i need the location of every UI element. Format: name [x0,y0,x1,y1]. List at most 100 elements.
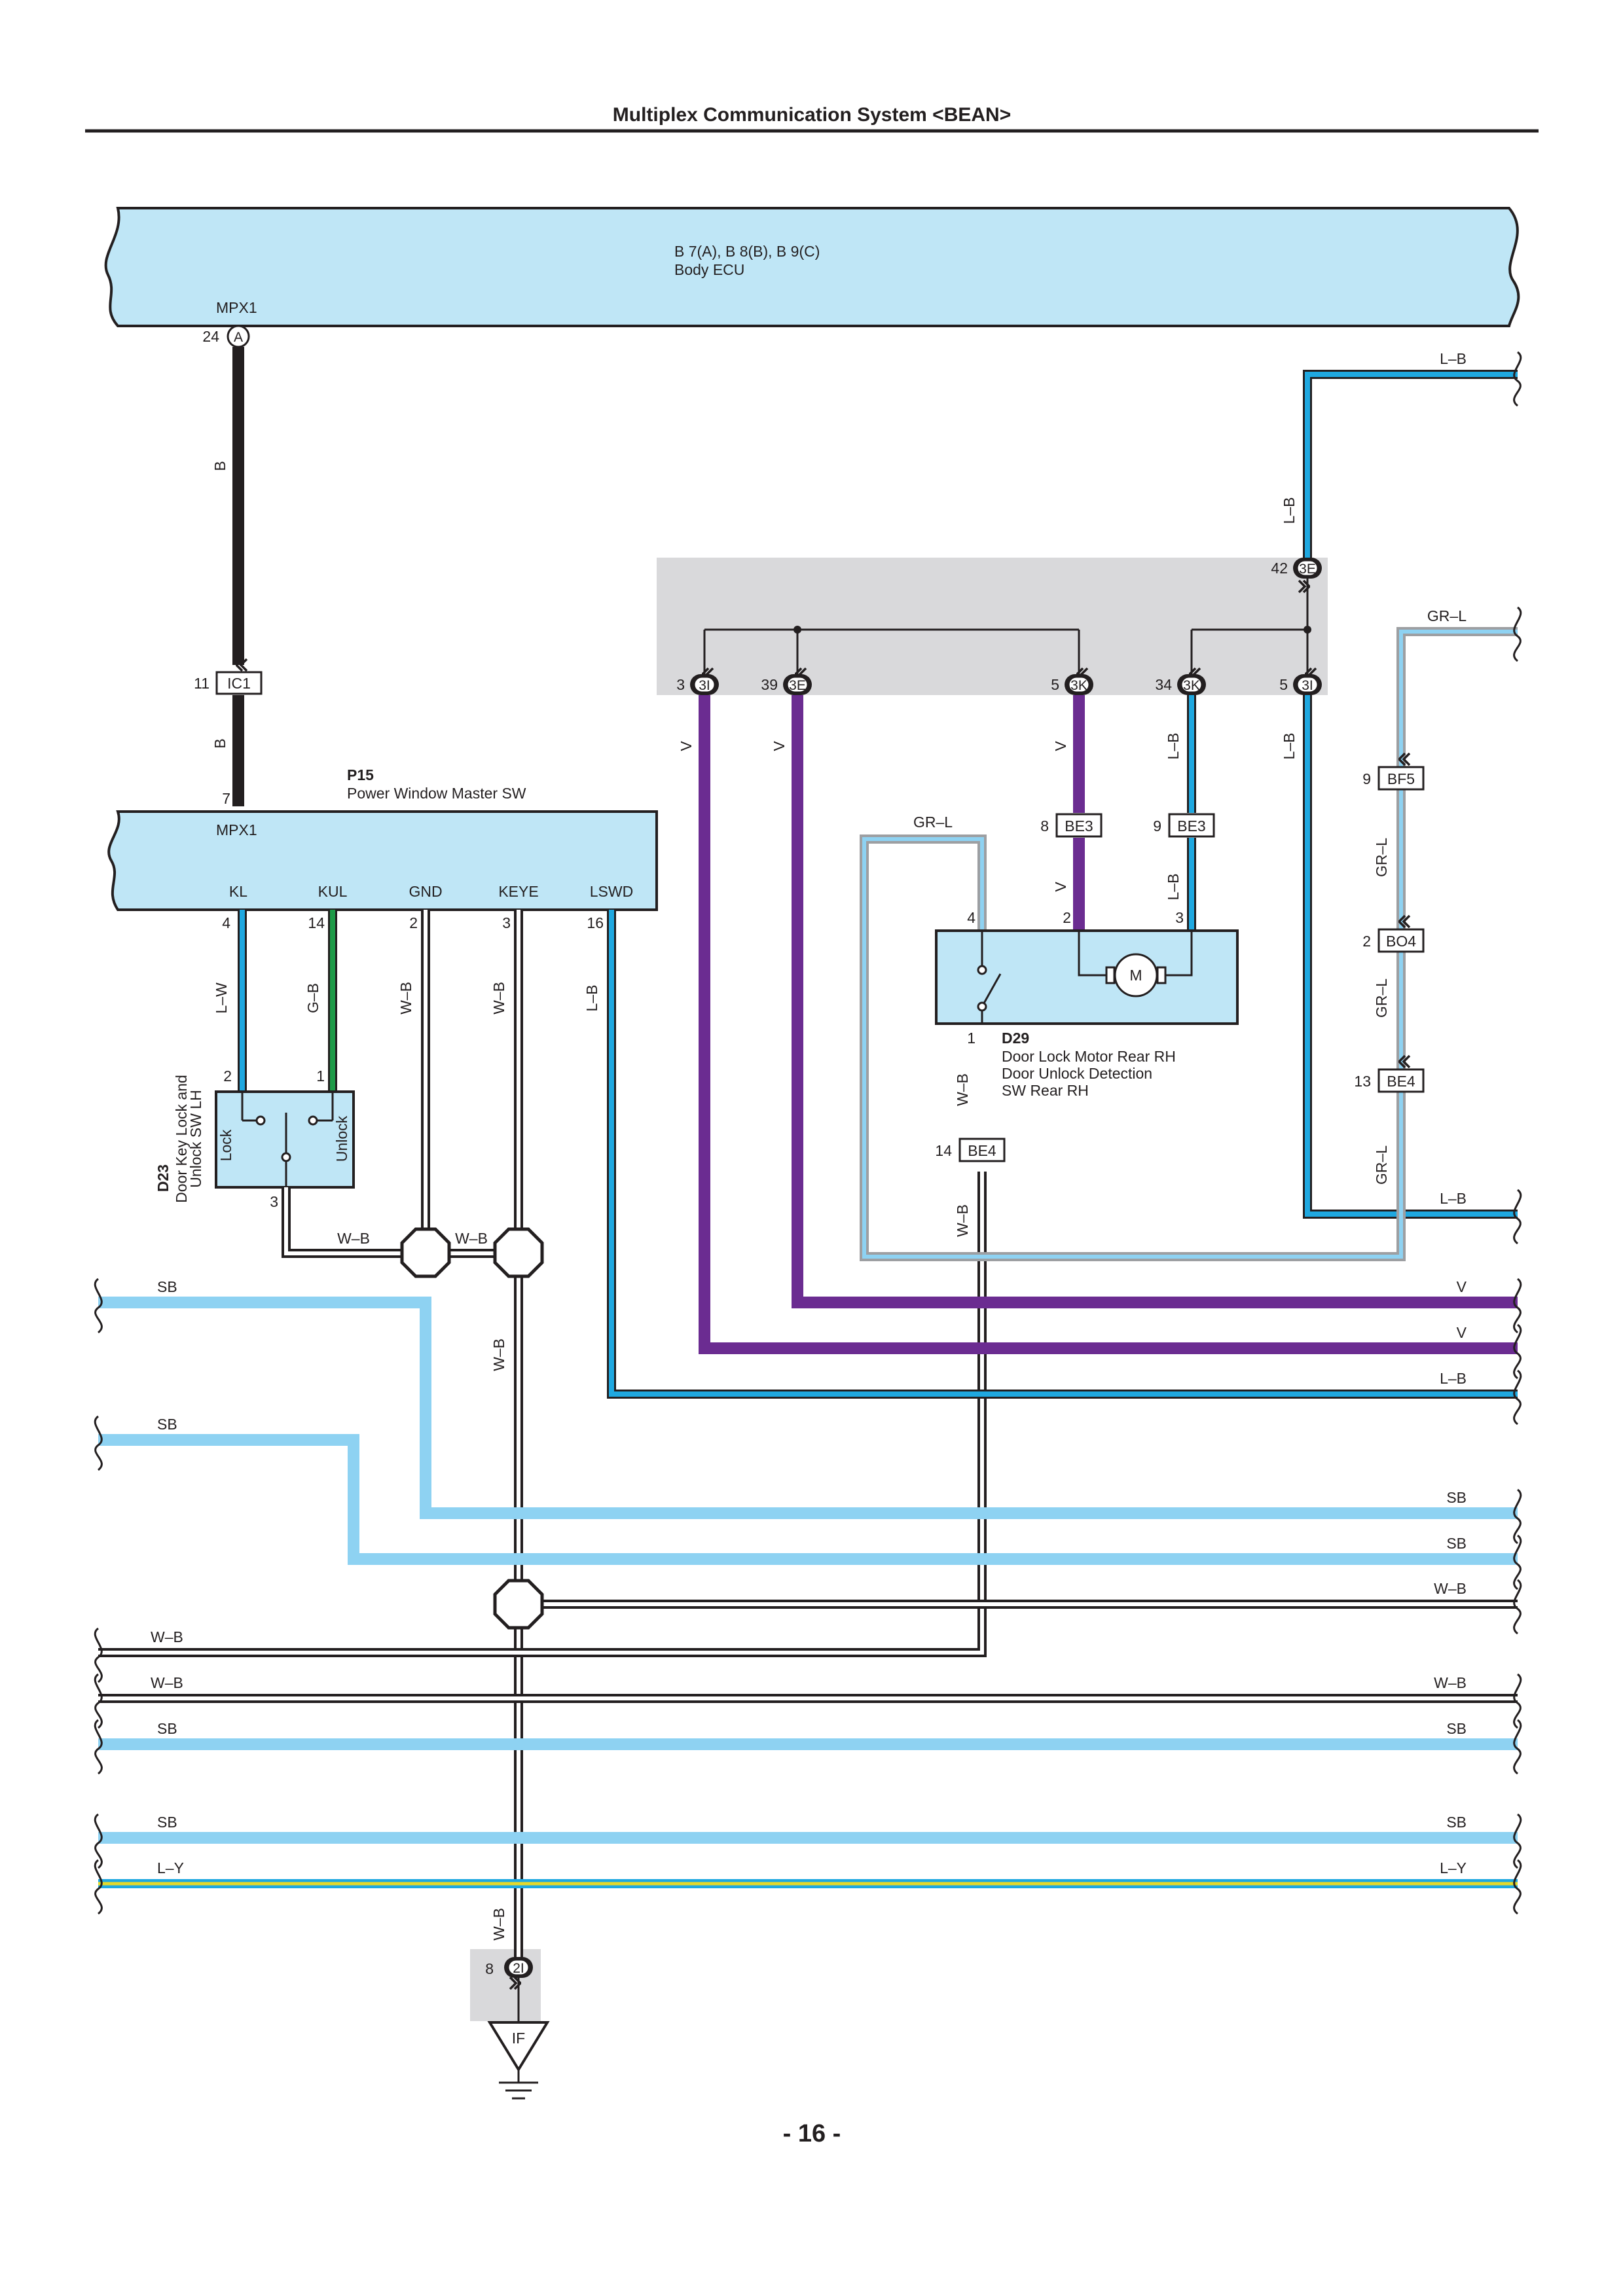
wire-label-gr-l-3: GR–L [1373,1145,1390,1185]
wire-label-w-b-right-2: W–B [1434,1674,1467,1691]
wire-label-w-b-be4: W–B [954,1204,971,1237]
wire-label-l-w: L–W [213,982,230,1014]
d29-motor-icon [1114,953,1158,997]
d29-pin4: 4 [967,909,976,926]
junction-terminal-3k-5 [1065,674,1093,695]
junction-terminal-3k-34 [1177,674,1206,695]
connector-bf5-pin: 9 [1362,770,1371,787]
wire-label-v-1: V [678,741,695,751]
junction-terminal-3i-5-pin: 5 [1279,676,1288,693]
d23-pin3: 3 [270,1193,278,1210]
d29-pin2: 2 [1063,909,1071,926]
wire-label-l-b-vertical-1: L–B [1281,497,1298,524]
wire-label-g-b: G–B [304,983,321,1013]
d23-code: D23 [155,1164,172,1192]
wire-label-w-b-left-1: W–B [151,1628,183,1645]
d23-pin2: 2 [223,1067,232,1085]
connector-bo4-code: BO4 [1386,933,1416,950]
page-number: - 16 - [783,2120,841,2147]
connector-be3-8 [1055,813,1103,838]
connector-bo4 [1377,928,1425,953]
wire-label-b-1: B [211,461,228,471]
wire-label-w-b-mid: W–B [490,1338,507,1371]
splice-3 [493,1579,544,1630]
connector-ic1 [215,671,263,695]
ground-pin: 8 [485,1960,494,1977]
connector-ic1-pin: 11 [194,675,210,692]
wire-label-l-b-bottom: L–B [1440,1370,1467,1387]
connector-be3-8-code: BE3 [1065,817,1093,834]
wire-label-v-right-2: V [1457,1324,1467,1341]
wire-label-l-y-left: L–Y [157,1859,184,1876]
p15-terminal-gnd: GND [409,883,442,900]
d29-name-line1: Door Lock Motor Rear RH [1002,1048,1176,1065]
wire-label-w-b-left-2: W–B [151,1674,183,1691]
ground-junction-code: 2I [513,1961,524,1976]
body-ecu-name: Body ECU [674,261,744,278]
wire-label-w-b-gnd: W–B [397,982,414,1014]
splice-1 [400,1227,451,1278]
d23-box [215,1090,355,1189]
connector-bf5 [1377,766,1425,791]
p15-code: P15 [347,766,374,783]
wire-label-v-2: V [771,741,788,751]
wire-label-v-3: V [1052,741,1069,751]
junction-terminal-3e-42-code: 3E [1299,562,1316,577]
junction-terminal-3e-39-code: 3E [789,678,806,693]
d23-pin1: 1 [316,1067,325,1085]
wire-l-b-lswd [607,910,1518,1399]
wire-v-3i [699,695,1518,1354]
wire-label-w-b-keye: W–B [490,982,507,1014]
body-ecu-codes: B 7(A), B 8(B), B 9(C) [674,243,820,260]
connector-bf5-code: BF5 [1387,770,1415,787]
wire-label-l-b-d29: L–B [1165,874,1182,901]
junction-terminal-3e-42-pin: 42 [1271,560,1288,577]
d23-unlock-label: Unlock [333,1115,350,1162]
connector-be4-13-pin: 13 [1354,1073,1371,1090]
p15-pin-gnd: 2 [409,914,418,931]
ground-point-triangle [487,2021,550,2072]
wire-l-b-loop [1303,370,1518,1219]
d29-code: D29 [1002,1030,1029,1047]
wire-label-l-b-right: L–B [1440,1190,1467,1207]
p15-pin-keye: 3 [502,914,511,931]
wire-label-w-b-splice: W–B [455,1230,488,1247]
body-ecu-box [104,207,1520,327]
d23-switch-contacts [241,1092,334,1187]
junction-terminal-3e-39 [783,674,812,695]
wire-label-sb-left-4: SB [157,1814,177,1831]
d29-name-line3: SW Rear RH [1002,1082,1089,1099]
body-ecu-mpx-label: MPX1 [216,299,257,316]
wire-label-sb-left-3: SB [157,1720,177,1737]
junction-terminal-3i-3-pin: 3 [676,676,685,693]
wire-label-w-b-ground: W–B [490,1908,507,1941]
d29-name-line2: Door Unlock Detection [1002,1065,1152,1082]
junction-terminal-3k-34-code: 3K [1183,678,1200,693]
connector-be4-13-code: BE4 [1387,1073,1415,1090]
junction-terminal-3i-3 [690,674,719,695]
wire-label-sb-right-4: SB [1446,1814,1467,1831]
connector-be4-13 [1377,1068,1425,1093]
p15-mpx-pin: 7 [222,790,230,807]
ground-junction-area [470,1949,541,2021]
d23-name-line2: Unlock SW LH [187,1090,204,1188]
d29-detection-switch [977,931,1002,1024]
d29-pin3: 3 [1175,909,1184,926]
junction-bus [704,579,1311,674]
wire-label-v-4: V [1052,882,1069,892]
wire-sb-network [98,1297,1518,1844]
wire-w-b-network [98,910,1518,1957]
p15-terminal-keye: KEYE [498,883,538,900]
p15-pin-kl: 4 [222,914,230,931]
junction-terminal-3k-5-pin: 5 [1051,676,1059,693]
wire-label-l-y-right: L–Y [1440,1859,1467,1876]
body-ecu-pin: 24 [202,328,219,345]
wire-label-sb-right-3: SB [1446,1720,1467,1737]
wire-label-sb-left-1: SB [157,1278,177,1295]
junction-terminal-3e-39-pin: 39 [761,676,778,693]
connector-ic1-code: IC1 [227,675,251,692]
d23-lock-label: Lock [217,1129,234,1161]
splice-2 [493,1227,544,1278]
p15-mpx-label: MPX1 [216,821,257,838]
